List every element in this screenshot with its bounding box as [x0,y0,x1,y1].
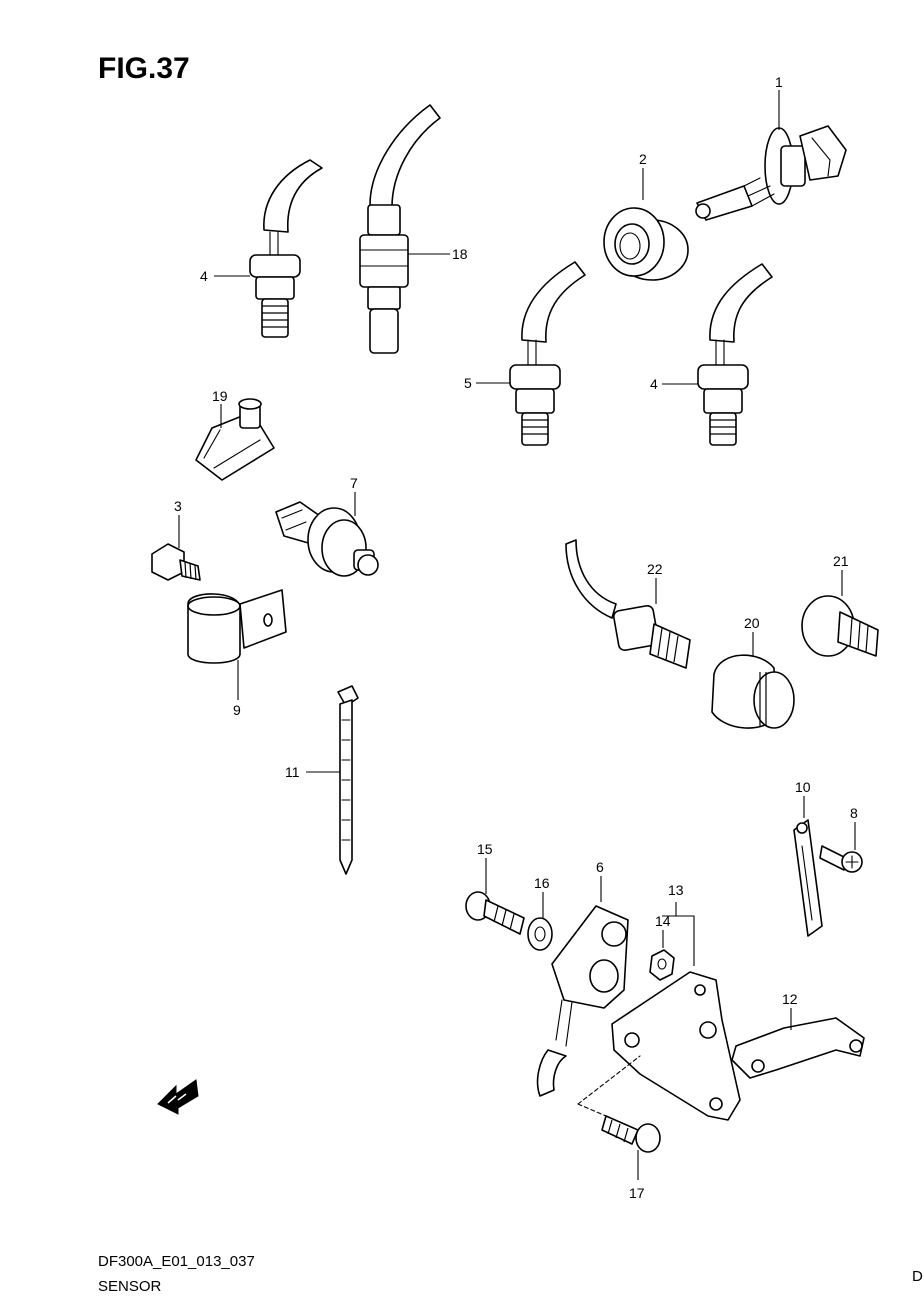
part-9-clamp [187,589,287,664]
callout-12: 12 [782,991,798,1007]
callout-13: 13 [668,882,684,898]
part-6-position-sensor [536,905,629,1097]
callout-1: 1 [775,74,783,90]
callout-17: 17 [629,1185,645,1201]
part-5-sensor [509,261,586,446]
part-21-plug [801,595,879,657]
part-16-washer [527,917,553,951]
callout-15: 15 [477,841,493,857]
figure-code: DF300A_E01_013_037 [98,1253,255,1270]
part-12-lever [731,1017,865,1079]
part-15-bolt [465,891,525,935]
callout-4b: 4 [650,376,658,392]
figure-name: SENSOR [98,1278,162,1295]
part-13-bracket [611,971,741,1121]
callout-22: 22 [647,561,663,577]
figure-title: FIG.37 [98,52,190,85]
callout-6: 6 [596,859,604,875]
part-4-temp-sensor-b [697,263,773,446]
part-3-bolt [151,543,201,581]
part-8-screw [819,845,863,873]
part-17-bolt [601,1115,661,1153]
part-19-clip [195,398,275,481]
edge-mark: D [912,1268,923,1285]
callout-21: 21 [833,553,849,569]
callout-8: 8 [850,805,858,821]
callout-4a: 4 [200,268,208,284]
callout-14: 14 [655,913,671,929]
callout-7: 7 [350,475,358,491]
callout-3: 3 [174,498,182,514]
callout-20: 20 [744,615,760,631]
fwd-arrow-icon [157,1079,199,1115]
part-14-nut [649,949,675,981]
part-20-cap [711,654,795,729]
callout-5: 5 [464,375,472,391]
part-1-sensor [695,125,847,221]
part-10-strap [793,819,823,937]
callout-16: 16 [534,875,550,891]
callout-9: 9 [233,702,241,718]
part-11-cable-tie [337,685,359,875]
part-22-sensor [565,539,691,669]
callout-10: 10 [795,779,811,795]
callout-19: 19 [212,388,228,404]
part-7-knock-sensor [275,501,379,577]
part-2-grommet [603,207,689,281]
part-18-long-sensor [359,104,441,354]
callout-2: 2 [639,151,647,167]
part-4-temp-sensor-a [249,159,323,338]
callout-18: 18 [452,246,468,262]
callout-11: 11 [285,764,300,780]
